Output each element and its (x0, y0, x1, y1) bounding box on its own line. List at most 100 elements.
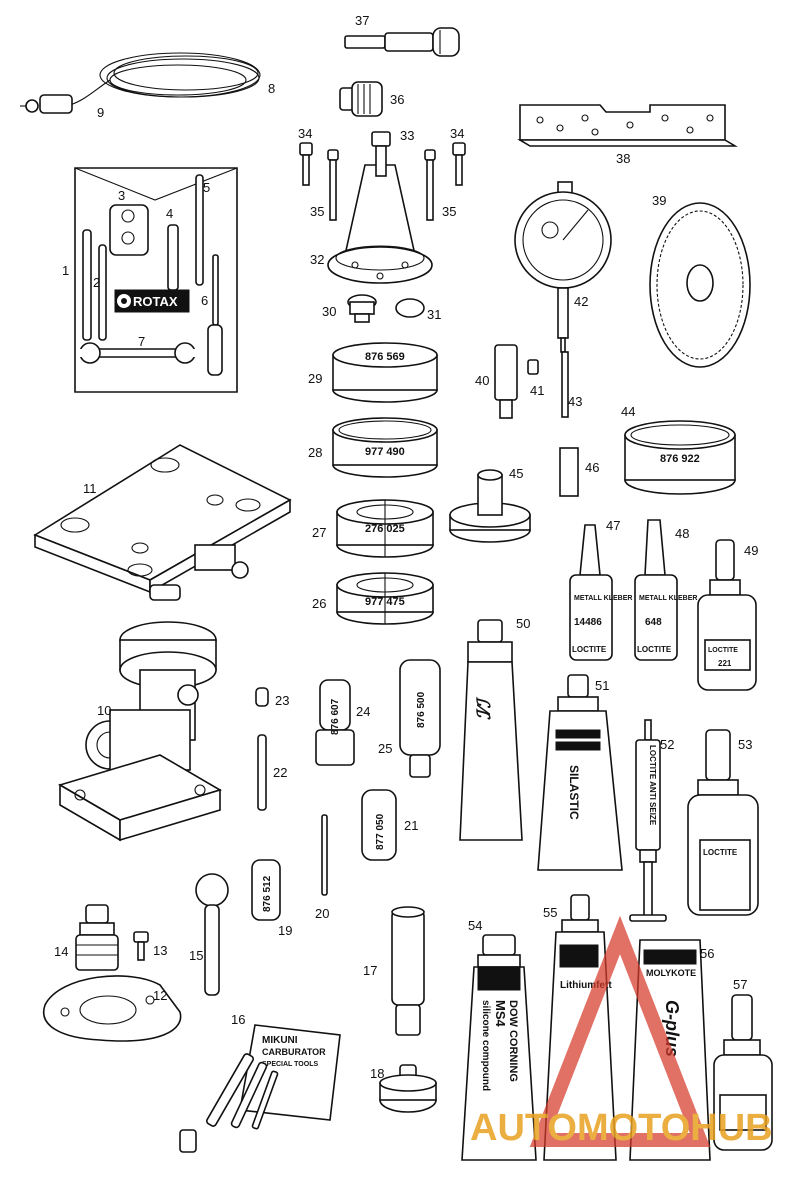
part-29-ring: 876 569 (332, 342, 438, 403)
label-32: 32 (310, 252, 324, 267)
part-screwdriver (207, 254, 223, 376)
part-40-holder (494, 344, 518, 419)
ring-44-code: 876 922 (660, 453, 700, 465)
label-10: 10 (97, 703, 111, 718)
label-53: 53 (738, 737, 752, 752)
anti-seize-label: LOCTITE ANTI SEIZE (648, 745, 657, 826)
part-2-rod (98, 244, 107, 341)
ring-28-code: 977 490 (365, 446, 405, 458)
part-16-mikuni-tool-roll: MIKUNI CARBURATOR SPECIAL TOOLS (179, 1024, 341, 1153)
label-57: 57 (733, 977, 747, 992)
label-51: 51 (595, 678, 609, 693)
part-33-center-bolt (371, 131, 391, 177)
part-26-ring: 977 475 (336, 572, 434, 625)
part-41-screw (527, 359, 539, 375)
metal-kleber-48: METALL KLEBER (639, 595, 697, 602)
part-53-loctite-bottle: LOCTITE (687, 729, 759, 916)
part-48-metal-adhesive-bottle: METALL KLEBER 648 LOCTITE (634, 519, 697, 661)
part-27-ring: 276 025 (336, 499, 434, 558)
pin-25-code: 876 500 (416, 691, 427, 728)
part-57-loctite-bottle (713, 994, 773, 1151)
label-44: 44 (621, 404, 635, 419)
loctite-48: LOCTITE (637, 645, 672, 654)
part-45-drift (449, 469, 531, 543)
part-49-loctite-bottle: LOCTITE 221 (697, 539, 757, 691)
label-29: 29 (308, 371, 322, 386)
label-41: 41 (530, 383, 544, 398)
label-23: 23 (275, 693, 289, 708)
part-11-mounting-plate (33, 444, 292, 601)
part-46-feeler (559, 447, 579, 497)
pin-19-code: 876 512 (262, 875, 273, 912)
label-49: 49 (744, 543, 758, 558)
ring-29-code: 876 569 (365, 351, 405, 363)
label-40: 40 (475, 373, 489, 388)
carburator-label: CARBURATOR (262, 1047, 326, 1057)
part-9-cable-clamp (20, 94, 73, 114)
code-49: 221 (718, 659, 732, 668)
label-28: 28 (308, 445, 322, 460)
label-38: 38 (616, 151, 630, 166)
part-17-drift (391, 906, 425, 1036)
part-8-cable-coil (69, 52, 261, 106)
watermark: AUTOMOTOHUB (470, 915, 773, 1149)
label-24: 24 (356, 704, 370, 719)
label-33: 33 (400, 128, 414, 143)
label-14: 14 (54, 944, 68, 959)
label-31: 31 (427, 307, 441, 322)
label-5: 5 (203, 180, 210, 195)
part-43-probe (561, 351, 569, 418)
label-43: 43 (568, 394, 582, 409)
part-51-silastic-tube: SILASTIC (537, 674, 623, 871)
part-13-screw (133, 931, 149, 961)
part-4-tube (167, 224, 179, 291)
lithiumfett-label: Lithiumfett (560, 980, 612, 991)
label-39: 39 (652, 193, 666, 208)
label-6: 6 (201, 293, 208, 308)
rotax-logo: ROTAX (114, 289, 190, 313)
label-48: 48 (675, 526, 689, 541)
part-28-ring: 977 490 (332, 417, 438, 478)
label-20: 20 (315, 906, 329, 921)
part-52-anti-seize-syringe: LOCTITE ANTI SEIZE (629, 719, 667, 922)
part-37-puller-pin (344, 27, 460, 57)
label-36: 36 (390, 92, 404, 107)
label-13: 13 (153, 943, 167, 958)
label-52: 52 (660, 737, 674, 752)
part-15-pin-wrench (195, 873, 229, 996)
label-19: 19 (278, 923, 292, 938)
label-47: 47 (606, 518, 620, 533)
code-48: 648 (645, 617, 662, 628)
ring-27-code: 276 025 (365, 523, 405, 535)
loctite-53: LOCTITE (703, 848, 738, 857)
part-12-puller-plate (42, 975, 182, 1042)
label-21: 21 (404, 818, 418, 833)
label-16: 16 (231, 1012, 245, 1027)
ms4-label: MS4 (493, 1000, 508, 1028)
part-31-cap (395, 298, 425, 318)
part-54-dow-corning-tube: DOW CORNING MS4 silicone compound (461, 934, 537, 1161)
dow-corning-label: DOW CORNING (507, 1000, 519, 1082)
part-24-drift: 876 607 (315, 679, 355, 766)
metal-kleber-47: METALL KLEBER (574, 595, 632, 602)
silastic-label: SILASTIC (567, 765, 581, 820)
part-21-drift: 877 050 (361, 789, 397, 861)
tool-kit-board: ROTAX (74, 167, 238, 393)
part-34-bolts (299, 142, 466, 186)
label-34a: 34 (298, 126, 312, 141)
loctite-49: LOCTITE (708, 647, 738, 654)
part-19-drift: 876 512 (251, 859, 281, 921)
part-25-drift: 876 500 (399, 659, 441, 778)
part-3-holder (109, 204, 149, 256)
loctite-47: LOCTITE (572, 645, 607, 654)
label-55: 55 (543, 905, 557, 920)
part-35-bolts (327, 149, 436, 221)
part-47-metal-adhesive-bottle: METALL KLEBER 14486 LOCTITE (569, 524, 632, 661)
part-23-pin (255, 687, 269, 707)
label-22: 22 (273, 765, 287, 780)
label-35a: 35 (310, 204, 324, 219)
part-44-ring: 876 922 (624, 420, 736, 495)
part-32-puller-bell (327, 164, 433, 284)
label-42: 42 (574, 294, 588, 309)
